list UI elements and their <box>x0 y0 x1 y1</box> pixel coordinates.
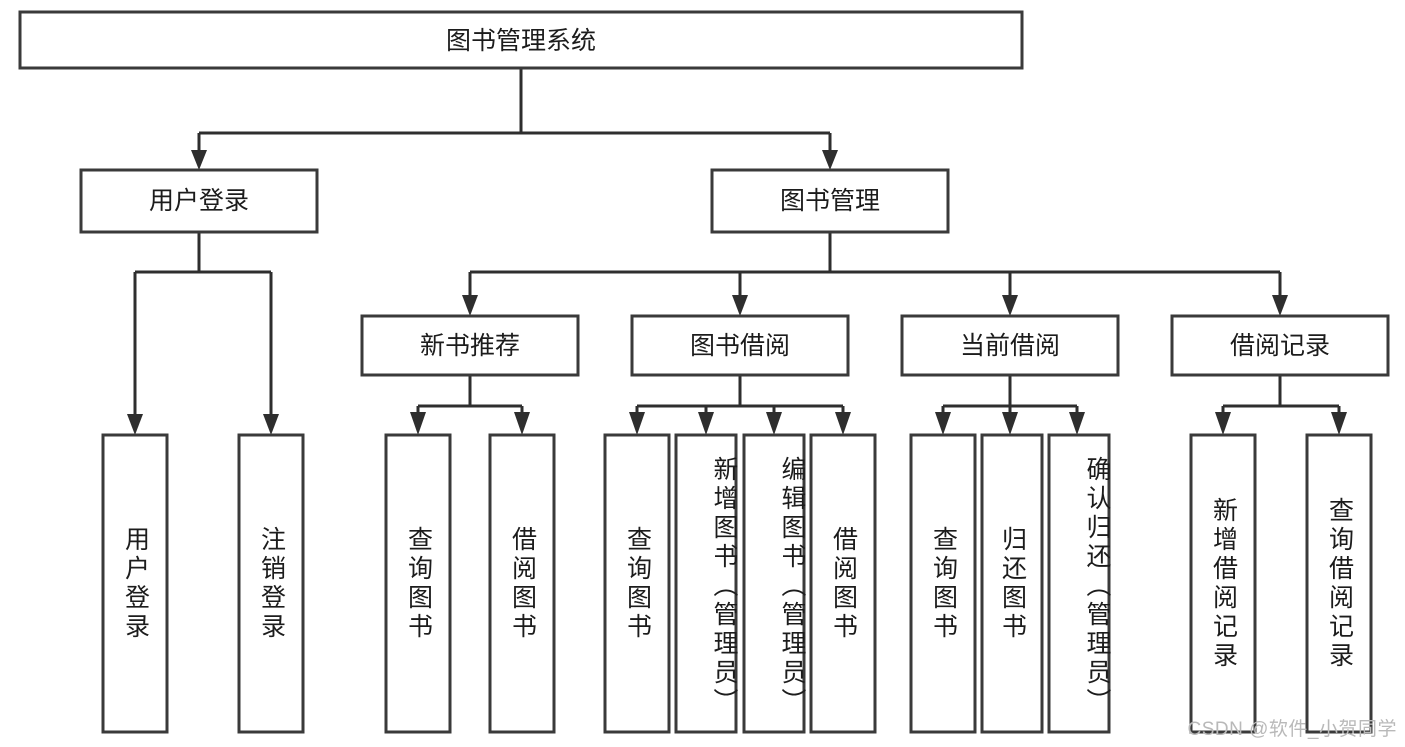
arrow-head-borrow-record <box>1272 295 1288 316</box>
arrow-head-leaf-user-logout <box>263 414 279 435</box>
arrow-head-book-borrow <box>732 295 748 316</box>
arrow-head-new-book-recommend <box>462 295 478 316</box>
node-root-box[interactable] <box>18 10 1024 70</box>
node-borrow-record[interactable]: 借阅记录 <box>1170 314 1390 377</box>
node-current-borrow[interactable]: 当前借阅 <box>900 314 1120 377</box>
node-leaf-edit-book-box[interactable] <box>742 433 806 734</box>
node-new-book-recommend-box[interactable] <box>360 314 580 377</box>
arrow-head-leaf-query-book-1 <box>410 412 426 435</box>
node-book-management-box[interactable] <box>710 168 950 234</box>
arrow-head-leaf-borrow-book-1 <box>514 412 530 435</box>
arrow-head-leaf-user-login <box>127 414 143 435</box>
arrow-head-leaf-borrow-book-2 <box>835 412 851 435</box>
node-leaf-add-record-box[interactable] <box>1189 433 1257 734</box>
node-leaf-query-book-1-box[interactable] <box>384 433 452 734</box>
node-user-login[interactable]: 用户登录 <box>79 168 319 234</box>
node-user-login-label: 用户登录 <box>149 187 249 215</box>
node-book-borrow-label: 图书借阅 <box>690 332 790 360</box>
node-new-book-recommend-label: 新书推荐 <box>420 332 520 360</box>
arrow-head-leaf-add-record <box>1215 412 1231 435</box>
connector-layer <box>127 68 1347 435</box>
node-leaf-query-book-2-box[interactable] <box>603 433 671 734</box>
arrow-head-leaf-return-book <box>1002 412 1018 435</box>
node-leaf-confirm-return-box[interactable] <box>1047 433 1111 734</box>
node-book-management-label: 图书管理 <box>780 187 880 215</box>
arrow-head-leaf-query-record <box>1331 412 1347 435</box>
node-leaf-borrow-book-1-box[interactable] <box>488 433 556 734</box>
node-book-management[interactable]: 图书管理 <box>710 168 950 234</box>
node-leaf-query-record-box[interactable] <box>1305 433 1373 734</box>
node-leaf-user-logout-box[interactable] <box>237 433 305 734</box>
node-borrow-record-label: 借阅记录 <box>1230 332 1330 360</box>
node-leaf-borrow-book-2-box[interactable] <box>809 433 877 734</box>
arrow-head-book-management <box>822 150 838 170</box>
csdn-watermark: CSDN @软件_小贺同学 <box>1187 719 1397 740</box>
node-root-label: 图书管理系统 <box>446 27 596 55</box>
node-leaf-user-login-box[interactable] <box>101 433 169 734</box>
node-root[interactable]: 图书管理系统 <box>18 10 1024 70</box>
node-leaf-query-book-3-box[interactable] <box>909 433 977 734</box>
arrow-head-current-borrow <box>1002 295 1018 316</box>
node-user-login-box[interactable] <box>79 168 319 234</box>
node-leaf-add-book-box[interactable] <box>674 433 738 734</box>
arrow-head-leaf-add-book <box>698 412 714 435</box>
node-new-book-recommend[interactable]: 新书推荐 <box>360 314 580 377</box>
arrow-head-leaf-confirm-return <box>1069 412 1085 435</box>
arrow-head-leaf-edit-book <box>766 412 782 435</box>
node-book-borrow-box[interactable] <box>630 314 850 377</box>
arrow-head-user-login <box>191 150 207 170</box>
arrow-head-leaf-query-book-2 <box>629 412 645 435</box>
node-book-borrow[interactable]: 图书借阅 <box>630 314 850 377</box>
arrow-head-leaf-query-book-3 <box>935 412 951 435</box>
node-current-borrow-box[interactable] <box>900 314 1120 377</box>
leaf-box-layer <box>101 433 1373 734</box>
node-leaf-return-book-box[interactable] <box>980 433 1044 734</box>
node-borrow-record-box[interactable] <box>1170 314 1390 377</box>
node-current-borrow-label: 当前借阅 <box>960 332 1060 360</box>
